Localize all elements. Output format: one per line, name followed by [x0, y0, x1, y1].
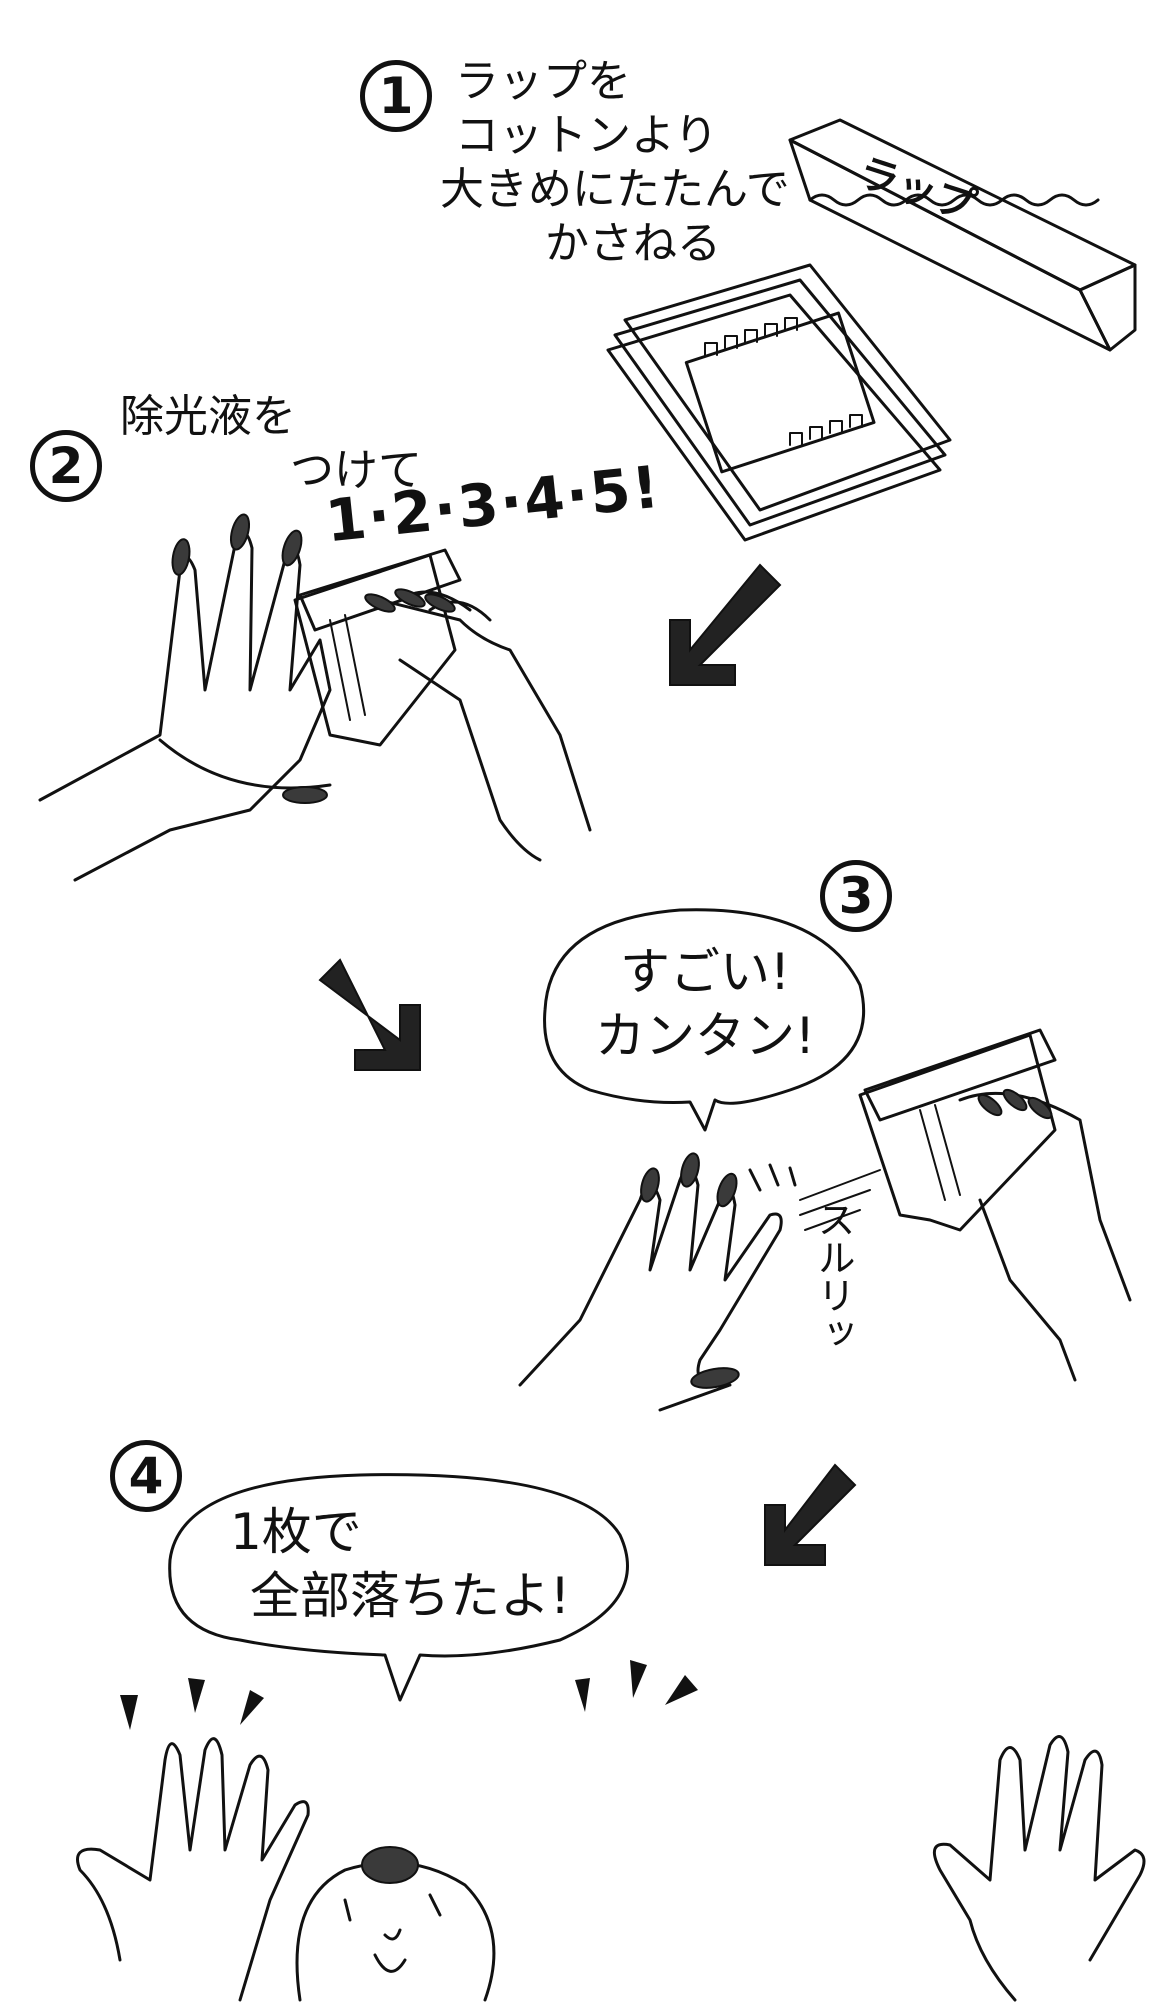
speech-bubble-4 [168, 1473, 629, 1702]
speech-line: 1枚で [230, 1503, 362, 1561]
caption-line: かさねる [545, 218, 721, 269]
speech-line: カンタン! [594, 1007, 816, 1065]
step-1-number: 1 [360, 60, 432, 132]
step-4-speech: 1枚で 全部落ちたよ! [210, 1500, 610, 1628]
arrow-3-to-4 [764, 1463, 857, 1566]
arrow-2-to-3 [318, 958, 421, 1071]
step-3-speech: すごい! カンタン! [570, 940, 840, 1068]
step4-characters-illustration [76, 1735, 1146, 2002]
caption-line: 大きめにたたんで [440, 164, 790, 215]
arrow-1-to-2 [669, 563, 782, 686]
step-2-number: 2 [30, 430, 102, 502]
nail-fills [171, 513, 1053, 1884]
speech-bubble-3 [543, 908, 866, 1132]
step2-hands-illustration [38, 531, 592, 882]
caption-line: 除光液を [120, 391, 296, 442]
step-2-caption: 除光液を つけて [120, 390, 422, 498]
step-3-number: 3 [820, 860, 892, 932]
step-1-caption: ラップを コットンより 大きめにたたんで かさねる [440, 55, 790, 271]
emphasis-ticks [120, 1660, 698, 1730]
speech-line: すごい! [619, 943, 791, 1001]
direction-arrows [318, 563, 857, 1566]
wrap-box-illustration [788, 118, 1137, 352]
sound-effect-text: スルリッ [811, 1200, 855, 1352]
speech-line: 全部落ちたよ! [249, 1567, 571, 1625]
folded-wrap-illustration [606, 263, 952, 542]
caption-line: コットンより [455, 110, 719, 161]
caption-line: つけて [290, 445, 422, 496]
step-4-number: 4 [110, 1440, 182, 1512]
caption-line: ラップを [455, 56, 631, 107]
